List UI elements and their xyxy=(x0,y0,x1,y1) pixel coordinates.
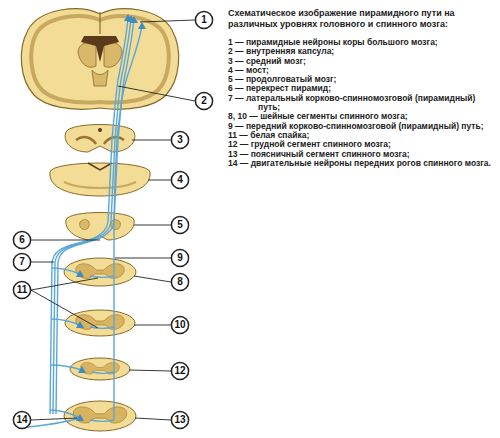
midbrain-slice xyxy=(65,125,135,153)
leader-line xyxy=(118,86,195,101)
lateral-tract-fiber xyxy=(56,18,134,414)
neuron-body xyxy=(130,16,138,23)
longitudinal-fissure xyxy=(99,12,100,34)
callout-number: 13 xyxy=(170,410,190,430)
description-line: 6 — перекрест пирамид; xyxy=(228,84,498,93)
motor-neuron xyxy=(76,321,84,328)
leader-line xyxy=(134,276,171,282)
description-line: 5 — продолговатый мозг; xyxy=(228,75,498,84)
leader-line xyxy=(31,418,77,420)
gray-matter xyxy=(76,315,125,330)
description-line: 14 — двигательные нейроны передних рогов… xyxy=(228,159,498,168)
motor-neuron xyxy=(78,366,86,373)
lateral-tract-fiber xyxy=(53,18,131,414)
callout-circle: 12 xyxy=(170,361,190,381)
description-line: 12 — грудной сегмент спинного мозга; xyxy=(228,140,498,149)
callout-number: 14 xyxy=(12,410,32,430)
callout-circle: 4 xyxy=(170,170,190,190)
callout-circle: 10 xyxy=(170,315,190,335)
leader-line xyxy=(132,140,171,141)
slice-outline xyxy=(50,163,150,196)
fourth-ventricle xyxy=(88,163,112,170)
callout-circle: 2 xyxy=(194,91,214,111)
leader-lines xyxy=(31,20,195,420)
text-column: Схематическое изображение пирамидного пу… xyxy=(228,8,498,168)
callout-number: 4 xyxy=(170,170,190,190)
callout-circle: 5 xyxy=(170,215,190,235)
leader-line xyxy=(135,418,171,420)
callout-number: 12 xyxy=(170,361,190,381)
callout-circle: 14 xyxy=(12,410,32,430)
motor-neuron xyxy=(76,414,84,421)
slice-outline xyxy=(65,125,135,153)
callout-circle: 8 xyxy=(170,272,190,292)
anterior-tract-fiber xyxy=(114,26,142,420)
callout-number: 3 xyxy=(170,130,190,150)
lateral-ventricles xyxy=(81,36,119,62)
description-line: 9 — передний корково-спинномозговой (пир… xyxy=(228,122,498,131)
description-line: 4 — мост; xyxy=(228,66,498,75)
pyramidal-tract xyxy=(18,18,142,428)
description-line: 2 — внутренняя капсула; xyxy=(228,47,498,56)
callout-number: 10 xyxy=(170,315,190,335)
leader-line xyxy=(31,240,100,241)
callout-number: 2 xyxy=(194,91,214,111)
leader-line xyxy=(115,258,171,259)
callout-number: 5 xyxy=(170,215,190,235)
diagram-title: Схематическое изображение пирамидного пу… xyxy=(228,8,498,30)
callout-number: 8 xyxy=(170,272,190,292)
callout-circle: 3 xyxy=(170,130,190,150)
callout-number: 7 xyxy=(12,252,32,272)
description-line: 8, 10 — шейные сегменты спинного мозга; xyxy=(228,112,498,121)
brain-section xyxy=(21,9,178,109)
gray-matter xyxy=(76,264,125,279)
anterior-tract-branch xyxy=(90,276,114,422)
brain-outline xyxy=(21,9,178,109)
leader-line xyxy=(140,20,195,22)
leader-line xyxy=(129,370,171,371)
motor-neuron xyxy=(76,270,84,277)
lateral-tract-fiber xyxy=(50,18,128,414)
pons-slice xyxy=(50,163,150,196)
leader-line xyxy=(31,278,98,290)
neuron-body xyxy=(138,22,146,29)
callout-circle: 13 xyxy=(170,410,190,430)
description-line: 3 — средний мозг; xyxy=(228,57,498,66)
description-line: 7 — латеральный корково-спинномозговой (… xyxy=(228,94,498,113)
callout-circle: 6 xyxy=(12,230,32,250)
basal-ganglia xyxy=(104,41,122,67)
leader-line xyxy=(31,290,98,328)
callout-number: 11 xyxy=(12,280,32,300)
callout-number: 1 xyxy=(194,10,214,30)
callout-circle: 7 xyxy=(12,252,32,272)
leader-line xyxy=(134,225,171,226)
callout-circle: 9 xyxy=(170,248,190,268)
callout-circle: 11 xyxy=(12,280,32,300)
description-line: 13 — поясничный сегмент спинного мозга; xyxy=(228,150,498,159)
description-line: 11 — белая спайка; xyxy=(228,131,498,140)
callout-circle: 1 xyxy=(194,10,214,30)
pyramidal-neurons xyxy=(76,14,146,421)
pontine-fibers xyxy=(64,182,136,188)
basal-ganglia xyxy=(78,41,96,67)
callout-number: 9 xyxy=(170,248,190,268)
leader-line xyxy=(148,180,171,181)
lateral-tract-branch xyxy=(50,268,82,418)
leader-line xyxy=(134,325,171,326)
leader-line xyxy=(31,262,54,263)
thalamus xyxy=(92,70,108,86)
aqueduct xyxy=(98,128,102,132)
callout-number: 6 xyxy=(12,230,32,250)
description-line: 1 — пирамидные нейроны коры большого моз… xyxy=(228,38,498,47)
